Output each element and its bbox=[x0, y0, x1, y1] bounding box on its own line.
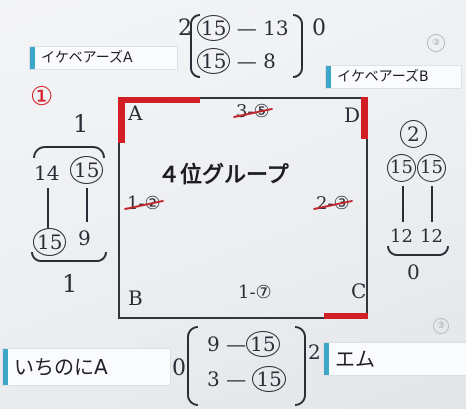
right-tie-1 bbox=[402, 186, 404, 222]
left-tie-1 bbox=[47, 188, 49, 228]
group-title: ４位グループ bbox=[158, 163, 289, 188]
left-bottom-sets: 1 bbox=[62, 270, 78, 298]
top-row1-right: 13 bbox=[263, 16, 289, 40]
bottom-left-bracket bbox=[187, 326, 198, 406]
top-right-sets: 0 bbox=[312, 16, 326, 41]
rank-mark: ① bbox=[30, 82, 54, 112]
corner-b: B bbox=[128, 286, 143, 310]
team-label-a: イケベアーズA bbox=[30, 47, 177, 69]
edge-bc-label: 1-⑦ bbox=[238, 282, 272, 303]
bottom-row1: 9 —15 bbox=[207, 331, 280, 357]
left-tie-2 bbox=[86, 188, 88, 222]
top-row2-left: 15 bbox=[197, 48, 231, 74]
bottom-right-sets: 2 bbox=[308, 340, 321, 364]
top-row1: 15 — 13 bbox=[197, 15, 289, 41]
corner-a: A bbox=[128, 101, 143, 125]
team-label-b: イケベアーズB bbox=[326, 66, 461, 88]
right-bottom-bracket bbox=[387, 246, 449, 256]
corner-d: D bbox=[344, 103, 361, 127]
left-col-top-2: 15 bbox=[70, 156, 104, 184]
right-tie-2 bbox=[431, 186, 433, 222]
edge-dc-label: 2-③ bbox=[316, 193, 350, 214]
right-bottom-sets: 0 bbox=[407, 260, 420, 284]
edge-ab-label: 1-② bbox=[127, 193, 161, 214]
top-row1-left: 15 bbox=[197, 15, 231, 41]
red-mark-bottom-right bbox=[324, 313, 368, 319]
red-mark-top-left-h bbox=[118, 97, 200, 103]
corner-c: C bbox=[351, 279, 367, 303]
team-label-d: エム bbox=[324, 343, 466, 375]
top-left-bracket bbox=[190, 14, 200, 78]
red-mark-top-right bbox=[361, 97, 368, 139]
faint-mark-top-right: ③ bbox=[427, 34, 445, 52]
left-col-top-1: 14 bbox=[34, 161, 60, 185]
top-row2: 15 — 8 bbox=[197, 48, 276, 74]
right-col-bottom-2: 12 bbox=[420, 226, 443, 247]
bottom-row2: 3 — 15 bbox=[207, 366, 286, 392]
left-bottom-bracket bbox=[31, 252, 107, 262]
team-label-c: いちのにA bbox=[3, 349, 170, 385]
right-col-bottom-1: 12 bbox=[390, 226, 413, 247]
left-col-bottom-2: 9 bbox=[78, 226, 91, 250]
top-right-bracket bbox=[293, 14, 303, 78]
bottom-left-sets: 0 bbox=[172, 356, 186, 381]
faint-mark-bottom-right: ③ bbox=[433, 318, 449, 334]
top-row2-right: 8 bbox=[263, 49, 276, 73]
league-board bbox=[118, 97, 368, 319]
left-col-bottom-1: 15 bbox=[33, 228, 67, 256]
edge-ad-label: 3-⑤ bbox=[236, 101, 270, 122]
left-top-sets: 1 bbox=[73, 110, 89, 138]
right-top-sets: 2 bbox=[400, 120, 427, 148]
bottom-right-bracket bbox=[295, 326, 306, 406]
red-mark-top-left-v bbox=[118, 97, 125, 143]
top-left-sets: 2 bbox=[178, 16, 192, 41]
right-circle-1: 15 bbox=[387, 154, 416, 182]
right-circle-2: 15 bbox=[417, 154, 446, 182]
